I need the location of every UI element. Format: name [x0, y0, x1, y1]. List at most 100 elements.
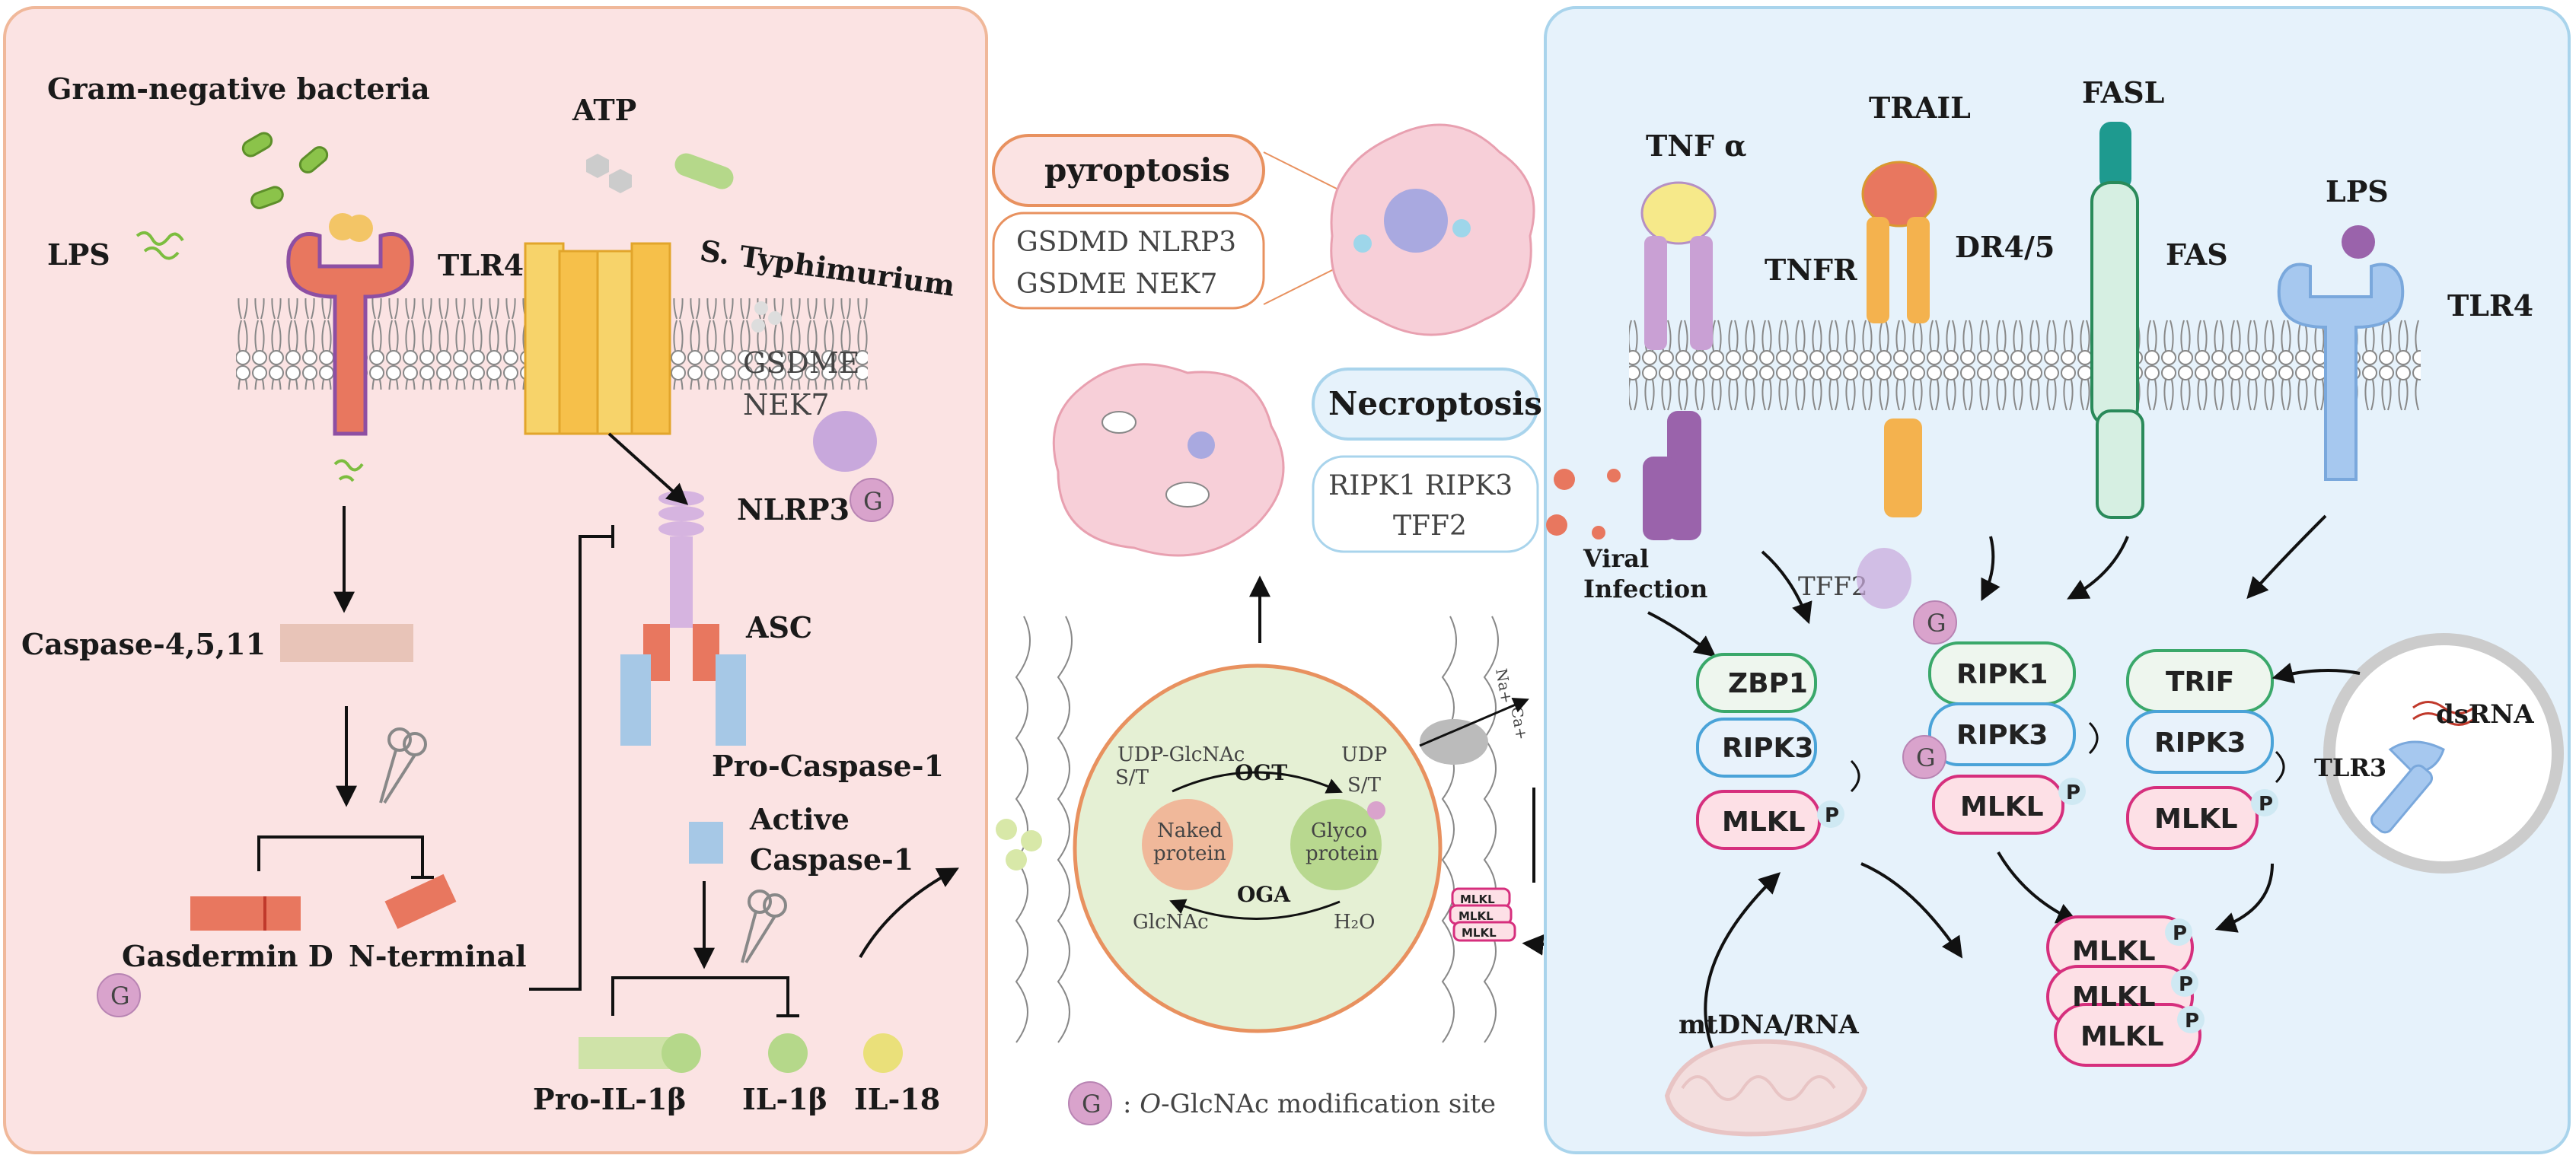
svg-text:TRIF: TRIF [2166, 667, 2234, 698]
pyroptosis-title: pyroptosis [1044, 151, 1230, 189]
g-label-nek7: G [863, 487, 883, 516]
bracket-gasdermin [257, 835, 424, 871]
svg-text:MLKL: MLKL [1460, 893, 1495, 906]
tlr4-receptor-right [2277, 225, 2405, 481]
ripk3-box-3 [2126, 710, 2274, 774]
svg-text:MLKL: MLKL [1459, 909, 1494, 923]
svg-text:MLKL: MLKL [2154, 804, 2238, 835]
scissors-icon-right [741, 890, 787, 964]
viral-label-1: Viral [1583, 544, 1649, 573]
svg-text:P: P [2185, 1010, 2199, 1033]
svg-text:RIPK1: RIPK1 [1956, 659, 2048, 690]
legend-text: : O-GlcNAc modification site [1123, 1089, 1496, 1119]
nlrp3-label: NLRP3 [737, 492, 850, 527]
arrow-nterm-nlrp3 [529, 535, 613, 991]
ion-channel-gray [1420, 719, 1488, 765]
gasdermin-d-icon [190, 896, 301, 931]
necroptotic-cell [1052, 363, 1285, 557]
lps-internal-icon [333, 459, 364, 482]
svg-text:P: P [2259, 793, 2273, 816]
inflammasome-complex [620, 491, 746, 746]
mitochondrion-icon [1664, 1039, 1868, 1137]
il18-icon [863, 1033, 903, 1073]
membrane-right-coils [1441, 616, 1499, 1043]
il18-label: IL-18 [854, 1082, 940, 1116]
tlr4-receptor-left [286, 213, 414, 436]
g-label-gsdmd: G [110, 982, 130, 1010]
tlr3-label: TLR3 [2314, 753, 2386, 782]
svg-text:MLKL: MLKL [2072, 936, 2156, 967]
pro-il1b-label: Pro-IL-1β [533, 1082, 687, 1116]
g-modification-ripk3 [1902, 735, 1946, 779]
svg-text:MLKL: MLKL [2072, 982, 2156, 1013]
mtdna-label: mtDNA/RNA [1679, 1010, 1859, 1040]
right-membrane [1629, 320, 2421, 411]
g-modification-gsdmd [97, 973, 141, 1017]
tlr3-receptor [2370, 740, 2445, 834]
gsdme-label: GSDME [743, 346, 860, 380]
g-modification-tff2 [1913, 600, 1957, 644]
viral-label-2: Infection [1583, 574, 1707, 603]
necroptosis-genes-box [1312, 455, 1539, 553]
fasl-label: FASL [2082, 75, 2164, 110]
ca-label: Ca+ [1507, 705, 1531, 741]
pro-il1b-icon [579, 1037, 670, 1069]
lps-label-right: LPS [2326, 174, 2389, 208]
atp-channel [524, 242, 671, 435]
dsrna-label: dsRNA [2436, 699, 2534, 730]
arrow-il-out [859, 867, 959, 958]
nek7-label: NEK7 [743, 388, 830, 422]
tnfa-label: TNF α [1646, 129, 1746, 163]
tnfr-receptor [1640, 181, 1717, 540]
mlkl-oligomer: MLKL MLKL MLKL P P P [2046, 915, 2205, 1067]
trail-label: TRAIL [1869, 91, 1971, 125]
caspase4511-label: Caspase-4,5,11 [21, 627, 266, 661]
active-caspase1-label-b: Caspase-1 [750, 842, 913, 877]
pyroptosis-genes-1: GSDMD NLRP3 [1016, 227, 1236, 258]
dr45-label: DR4/5 [1955, 230, 2055, 264]
active-caspase1-label-a: Active [749, 802, 850, 836]
ogt-arrow [1172, 771, 1343, 794]
necroptosis-panel [1544, 6, 2571, 1154]
pro-caspase1-label: Pro-Caspase-1 [712, 749, 944, 783]
svg-text:P: P [2179, 973, 2193, 996]
svg-text:ZBP1: ZBP1 [1728, 668, 1808, 699]
svg-text:MLKL: MLKL [1722, 807, 1806, 838]
nek7-protein-icon [813, 411, 877, 472]
caspase4511-icon [280, 624, 413, 662]
fas-receptor [2090, 122, 2144, 519]
naked-protein-icon [1142, 799, 1233, 890]
membrane-left-coils [1015, 616, 1073, 1043]
oga-arrow [1169, 899, 1341, 920]
necroptosis-title: Necroptosis [1328, 385, 1542, 422]
il1b-icon [768, 1033, 808, 1073]
s-typhimurium-icon [674, 153, 734, 189]
zbp1-box [1696, 653, 1817, 713]
ripk3-box-1 [1696, 718, 1817, 778]
bacteria-icon [241, 132, 329, 209]
st-left-label: S/T [1115, 766, 1149, 789]
legend-g-letter: G [1082, 1090, 1101, 1119]
naked-protein-label-1: Naked [1157, 820, 1223, 842]
gram-negative-label: Gram-negative bacteria [47, 72, 430, 106]
bracket-il [611, 976, 789, 1016]
arrow-atp-nlrp3 [607, 432, 689, 505]
pyroptosis-panel [3, 6, 988, 1154]
naked-protein-label-2: protein [1153, 842, 1226, 865]
il1b-label: IL-1β [742, 1082, 827, 1116]
svg-text:RIPK3: RIPK3 [2154, 727, 2246, 759]
necroptosis-genes-2: TFF2 [1393, 511, 1467, 542]
lps-squiggle-icon [135, 231, 184, 260]
necroptosis-genes-1: RIPK1 RIPK3 [1328, 470, 1513, 501]
necroptosis-badge [1312, 368, 1539, 441]
pyroptosis-badge [992, 134, 1265, 207]
svg-text:P: P [1825, 804, 1839, 827]
svg-text:RIPK3: RIPK3 [1722, 733, 1813, 764]
glyco-protein-icon [1290, 799, 1382, 890]
legend-g-icon [1068, 1081, 1112, 1125]
glcnac-label: GlcNAc [1133, 911, 1209, 934]
h2o-label: H₂O [1334, 911, 1375, 934]
gsdme-dots [751, 301, 782, 333]
tnfr-label: TNFR [1765, 253, 1857, 287]
